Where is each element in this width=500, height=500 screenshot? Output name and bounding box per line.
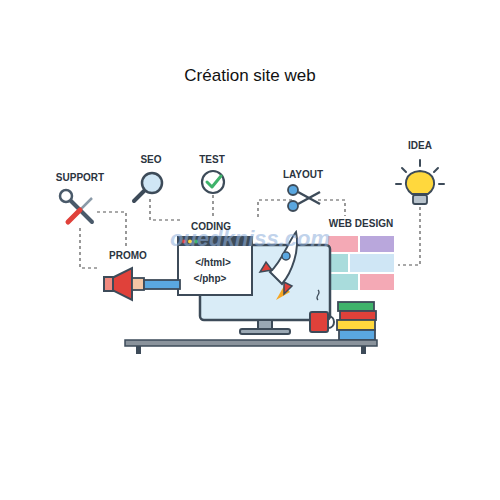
icon-label: PROMO xyxy=(109,250,147,262)
code-line: </php> xyxy=(194,273,227,285)
support-tools-icon xyxy=(60,190,92,222)
seo-magnifier-icon xyxy=(134,173,162,201)
web-design-grid xyxy=(328,236,394,290)
mug xyxy=(310,290,334,332)
icon-label: SEO xyxy=(140,154,161,166)
watermark: ouedkniss.com xyxy=(170,226,330,251)
layout-scissors-icon xyxy=(288,185,320,211)
test-check-icon xyxy=(202,171,224,193)
icon-label: TEST xyxy=(199,154,225,166)
desk xyxy=(125,340,377,354)
icon-label: WEB DESIGN xyxy=(329,218,393,230)
diagram-title: Création site web xyxy=(184,66,315,86)
idea-bulb-icon xyxy=(396,160,444,204)
code-line: </html> xyxy=(195,257,231,269)
icon-label: SUPPORT xyxy=(56,172,104,184)
books xyxy=(337,302,376,340)
promo-megaphone xyxy=(104,268,180,300)
icon-label: LAYOUT xyxy=(283,169,323,181)
icon-label: IDEA xyxy=(408,140,432,152)
